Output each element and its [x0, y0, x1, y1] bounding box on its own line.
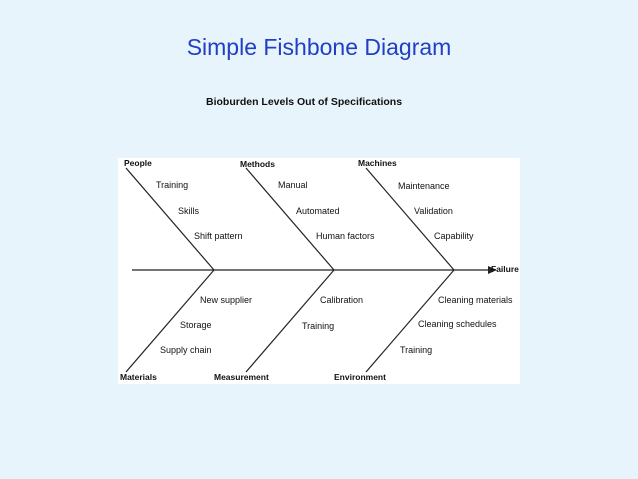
bone-methods	[245, 167, 335, 271]
arrow-head	[488, 266, 497, 274]
cause-measurement-2: Training	[302, 321, 335, 331]
bone-people	[125, 167, 215, 271]
category-materials: Materials	[120, 372, 157, 382]
cause-people-2: Skills	[178, 206, 200, 216]
cause-materials-2: Storage	[180, 320, 212, 330]
page-title: Simple Fishbone Diagram	[186, 34, 452, 60]
effect-label: Failure	[491, 264, 519, 274]
cause-machines-1: Maintenance	[398, 181, 450, 191]
cause-environment-3: Training	[400, 345, 433, 355]
cause-materials-1: New supplier	[200, 295, 253, 305]
bone-measurement	[245, 269, 335, 373]
cause-materials-3: Supply chain	[160, 345, 212, 355]
bone-machines	[365, 167, 455, 271]
fishbone-diagram: Failure People Methods Machines Training…	[118, 158, 520, 384]
category-machines: Machines	[358, 158, 397, 168]
cause-methods-2: Automated	[296, 206, 340, 216]
cause-machines-3: Capability	[434, 231, 474, 241]
cause-methods-3: Human factors	[316, 231, 375, 241]
cause-environment-1: Cleaning materials	[438, 295, 513, 305]
category-environment: Environment	[334, 372, 386, 382]
fishbone-lines	[125, 167, 497, 373]
cause-measurement-1: Calibration	[320, 295, 364, 305]
cause-machines-2: Validation	[414, 206, 453, 216]
cause-people-3: Shift pattern	[194, 231, 243, 241]
category-people: People	[124, 158, 152, 168]
category-measurement: Measurement	[214, 372, 269, 382]
category-methods: Methods	[240, 159, 275, 169]
cause-environment-2: Cleaning schedules	[418, 319, 497, 329]
cause-methods-1: Manual	[278, 180, 308, 190]
bone-environment	[365, 269, 455, 373]
diagram-subtitle: Bioburden Levels Out of Specifications	[206, 96, 403, 108]
cause-people-1: Training	[156, 180, 189, 190]
bone-materials	[125, 269, 215, 373]
